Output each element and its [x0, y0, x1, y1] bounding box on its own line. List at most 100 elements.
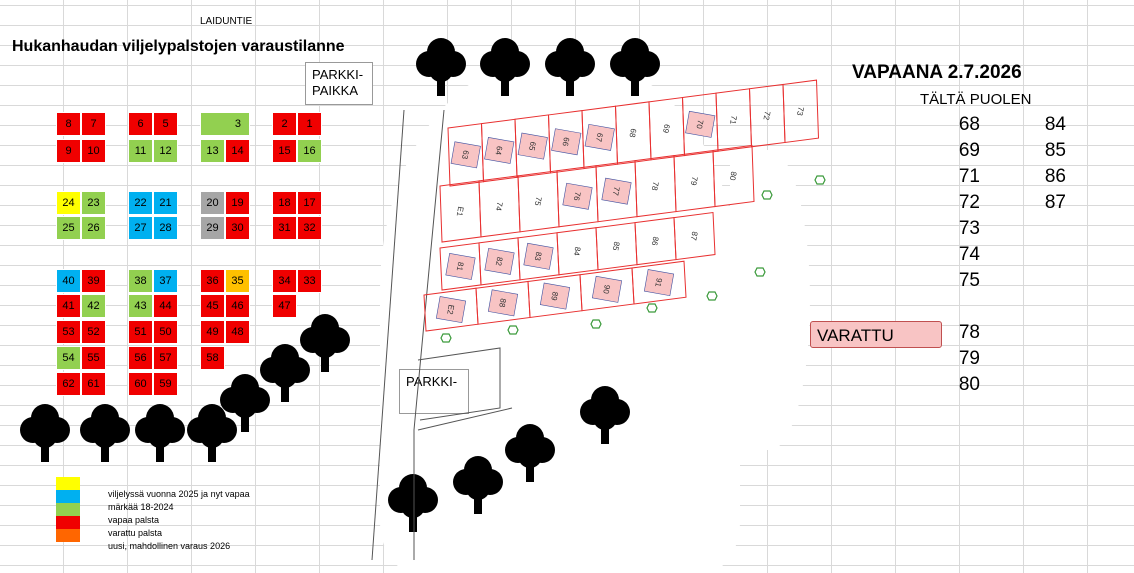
- svg-text:77: 77: [611, 186, 622, 197]
- map-plot-88: 88: [475, 280, 531, 325]
- plot-cell-61: 61: [81, 372, 106, 396]
- plot-cell-33: 33: [297, 269, 322, 293]
- plot-cell-39: 39: [81, 269, 106, 293]
- roads-group: [371, 109, 513, 561]
- svg-text:68: 68: [627, 128, 638, 139]
- svg-text:84: 84: [572, 246, 583, 257]
- plot-cell-23: 23: [81, 191, 106, 215]
- svg-text:69: 69: [661, 123, 672, 134]
- map-plot-90: 90: [579, 267, 635, 312]
- map-plot-65: 65: [514, 114, 552, 178]
- svg-text:82: 82: [494, 256, 505, 267]
- plot-cell-49: 49: [200, 320, 225, 344]
- shrub-icon: [440, 333, 452, 343]
- road-line: [413, 109, 445, 431]
- plot-cell-24: 24: [56, 191, 81, 215]
- plot-cell-10: 10: [81, 139, 106, 163]
- plot-cell-15: 15: [272, 139, 297, 163]
- free-plot-number: 71: [958, 166, 980, 187]
- svg-text:66: 66: [560, 137, 571, 148]
- legend-text: uusi, mahdollinen varaus 2026: [108, 541, 231, 551]
- svg-text:71: 71: [728, 115, 739, 126]
- plot-cell-32: 32: [297, 216, 322, 240]
- shrub-icon: [646, 303, 658, 313]
- svg-text:67: 67: [594, 132, 605, 143]
- svg-text:90: 90: [601, 284, 612, 295]
- plot-cell-6: 6: [128, 112, 153, 136]
- plot-cell-42: 42: [81, 294, 106, 318]
- map-plot-82: 82: [478, 237, 521, 286]
- svg-text:65: 65: [527, 141, 538, 152]
- legend-text: viljelyssä vuonna 2025 ja nyt vapaa: [108, 489, 250, 499]
- plot-cell-8: 8: [56, 112, 81, 136]
- plot-cell-53: 53: [56, 320, 81, 344]
- svg-text:75: 75: [533, 196, 544, 207]
- map-plot-76: 76: [556, 165, 599, 228]
- plot-cell-40: 40: [56, 269, 81, 293]
- road-line: [417, 347, 501, 421]
- tree-icon: [300, 314, 350, 372]
- map-plot-78: 78: [634, 155, 677, 218]
- plot-cell-44: 44: [153, 294, 178, 318]
- svg-text:63: 63: [460, 150, 471, 161]
- free-plot-number: 86: [1044, 166, 1066, 187]
- plot-cell-22: 22: [128, 191, 153, 215]
- svg-text:78: 78: [650, 181, 661, 192]
- shrub-icon: [761, 190, 773, 200]
- map-plot-71: 71: [715, 88, 753, 152]
- plot-cell-47: 47: [272, 294, 297, 318]
- map-plot-84: 84: [556, 227, 599, 276]
- plot-cell-13: 13: [200, 139, 225, 163]
- plot-cell-34: 34: [272, 269, 297, 293]
- plot-cell-35: 35: [225, 269, 250, 293]
- free-plot-number: 78: [958, 322, 980, 343]
- trees-group: [20, 38, 660, 532]
- plot-cell-21: 21: [153, 191, 178, 215]
- svg-text:85: 85: [611, 241, 622, 252]
- plot-cell-31: 31: [272, 216, 297, 240]
- map-plot-67: 67: [581, 105, 619, 170]
- plot-cell-19: 19: [225, 191, 250, 215]
- tree-icon: [480, 38, 530, 96]
- shrub-icon: [590, 319, 602, 329]
- tree-icon: [453, 456, 503, 514]
- plot-cell-28: 28: [153, 216, 178, 240]
- plot-cell-41: 41: [56, 294, 81, 318]
- tree-icon: [610, 38, 660, 96]
- plot-cell-48: 48: [225, 320, 250, 344]
- svg-text:81: 81: [455, 261, 466, 272]
- map-plot-79: 79: [673, 149, 716, 213]
- shrubs-group: [440, 175, 826, 343]
- legend-text: märkää 18-2024: [108, 502, 174, 512]
- legend-swatch: [56, 477, 80, 494]
- plot-cell-27: 27: [128, 216, 153, 240]
- parking-label-bottom: PARKKI-: [399, 369, 469, 414]
- plot-cell-56: 56: [128, 346, 153, 370]
- map-plot-81: 81: [439, 242, 482, 291]
- plot-cell-2: 2: [272, 112, 297, 136]
- tree-icon: [187, 404, 237, 462]
- free-panel-subtitle: TÄLTÄ PUOLEN: [920, 91, 1032, 108]
- parking-label-top: PARKKI- PAIKKA: [305, 62, 373, 105]
- plot-cell-51: 51: [128, 320, 153, 344]
- svg-text:72: 72: [761, 110, 772, 121]
- tree-icon: [388, 474, 438, 532]
- shrub-icon: [706, 291, 718, 301]
- tree-icon: [505, 424, 555, 482]
- plot-cell-52: 52: [81, 320, 106, 344]
- plot-cell-46: 46: [225, 294, 250, 318]
- legend-swatch: [56, 503, 80, 516]
- svg-text:91: 91: [653, 277, 664, 288]
- legend-text: varattu palsta: [108, 528, 163, 538]
- plot-cell-17: 17: [297, 191, 322, 215]
- map-plot-68: 68: [614, 101, 652, 165]
- free-plot-number: 80: [958, 374, 980, 395]
- map-plot-70: 70: [681, 92, 719, 157]
- svg-text:E2: E2: [445, 304, 456, 316]
- map-plot-77: 77: [595, 160, 638, 223]
- free-plot-number: 74: [958, 244, 980, 265]
- free-plot-number: 69: [958, 140, 980, 161]
- free-plot-number: 73: [958, 218, 980, 239]
- tree-icon: [545, 38, 595, 96]
